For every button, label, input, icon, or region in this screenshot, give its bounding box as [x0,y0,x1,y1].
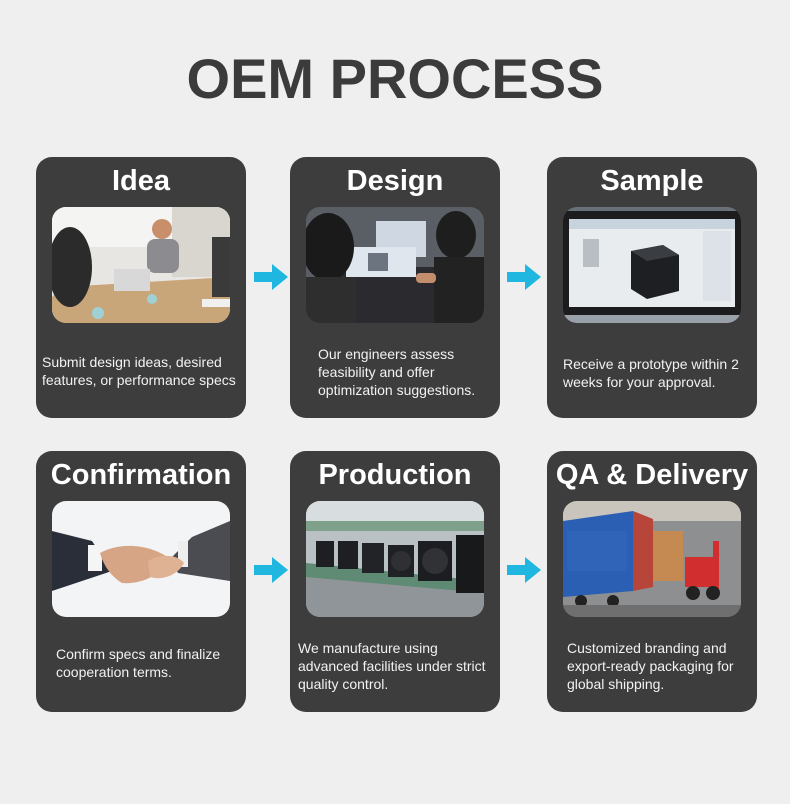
step-title: Confirmation [50,459,232,491]
step-card-design: Design Our engineers assess feasibility … [290,157,500,418]
step-card-idea: Idea Submit design ideas, desired featur… [36,157,246,418]
laptop-prototype-photo [563,207,741,323]
arrow-right-icon [254,555,290,585]
arrow-right-icon [507,555,543,585]
step-title: Design [346,165,444,197]
page-title: OEM PROCESS [186,47,604,110]
arrow-right-icon [254,262,290,292]
step-description: We manufacture using advanced facilities… [298,640,486,692]
truck-loading-photo [563,501,741,617]
step-description: Receive a prototype within 2 weeks for y… [563,356,739,390]
step-card-qa-delivery: QA & Delivery Customized branding and ex… [547,451,757,712]
step-description: Customized branding and export-ready pac… [567,640,734,692]
engineers-photo [306,207,484,323]
step-description: Submit design ideas, desired features, o… [42,354,236,388]
step-card-production: Production We manufacture using advanced… [290,451,500,712]
step-description: Confirm specs and finalize cooperation t… [56,646,221,680]
handshake-photo [52,501,230,617]
step-card-confirmation: Confirmation Confirm specs and finalize … [36,451,246,712]
step-title: QA & Delivery [555,459,749,491]
step-card-sample: Sample Receive a prototype within 2 week… [547,157,757,418]
step-title: Sample [600,165,704,197]
factory-line-photo [306,501,484,617]
arrow-right-icon [507,262,543,292]
step-title: Idea [111,165,171,197]
step-title: Production [318,459,472,491]
meeting-photo [52,207,230,323]
step-description: Our engineers assess feasibility and off… [318,346,476,398]
